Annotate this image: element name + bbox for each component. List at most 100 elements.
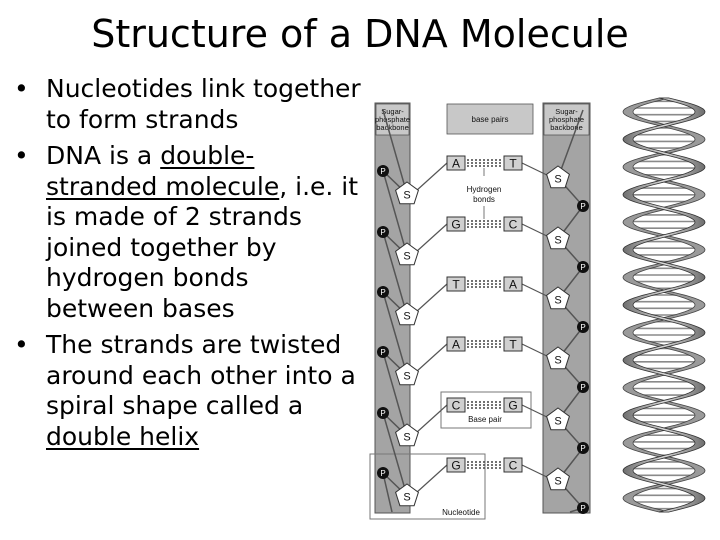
sugar-left: S: [395, 483, 419, 507]
base-right-label: C: [509, 218, 518, 232]
phosphate-right: P: [577, 442, 589, 454]
bullet-list: • Nucleotides link together to form stra…: [14, 74, 364, 458]
phosphate-left: P: [377, 226, 389, 238]
hydrogen-bond: [467, 461, 502, 469]
bullet-dot: •: [14, 141, 29, 170]
base-left-label: C: [452, 399, 461, 413]
phosphate-left: P: [377, 407, 389, 419]
base-pair-annotation: Base pair: [468, 415, 502, 424]
phosphate-right: P: [577, 502, 589, 514]
base-right-label: G: [508, 399, 517, 413]
sugar-left-label: S: [403, 190, 410, 202]
phosphate-left-label: P: [380, 167, 385, 176]
base-left: T: [446, 276, 466, 292]
base-left: A: [446, 155, 466, 171]
sugar-left: S: [395, 362, 419, 386]
header-left-backbone-label: phosphate: [375, 115, 410, 124]
phosphate-right: P: [577, 381, 589, 393]
base-left-label: G: [451, 218, 460, 232]
base-left: G: [446, 216, 466, 232]
header-right-backbone-label: phosphate: [549, 115, 584, 124]
bullet-item-1: • Nucleotides link together to form stra…: [14, 74, 364, 135]
sugar-right: S: [546, 226, 570, 250]
bullet-item-3: • The strands are twisted around each ot…: [14, 330, 364, 452]
sugar-right: S: [546, 165, 570, 189]
hydrogen-bond: [467, 159, 502, 167]
header-left-backbone-label: Sugar-: [381, 107, 404, 116]
phosphate-left: P: [377, 346, 389, 358]
sugar-right-label: S: [554, 235, 561, 247]
phosphate-right-label: P: [580, 263, 585, 272]
header-right-backbone-label: Sugar-: [555, 107, 578, 116]
phosphate-left-label: P: [380, 228, 385, 237]
phosphate-left: P: [377, 165, 389, 177]
sugar-right: S: [546, 467, 570, 491]
header-base-pairs-label: base pairs: [472, 115, 509, 124]
base-right-label: C: [509, 459, 518, 473]
base-right: C: [503, 216, 523, 232]
base-right-label: A: [509, 278, 517, 292]
base-right: T: [503, 155, 523, 171]
sugar-right-label: S: [554, 174, 561, 186]
sugar-left-label: S: [403, 251, 410, 263]
hydrogen-bond: [467, 220, 502, 228]
bullet-dot: •: [14, 330, 29, 359]
sugar-right: S: [546, 407, 570, 431]
hydrogen-bond: [467, 280, 502, 288]
phosphate-left: P: [377, 286, 389, 298]
base-right: T: [503, 336, 523, 352]
sugar-left-label: S: [403, 371, 410, 383]
sugar-left-label: S: [403, 432, 410, 444]
base-left: A: [446, 336, 466, 352]
base-right: C: [503, 457, 523, 473]
base-right-label: T: [509, 338, 517, 352]
base-left-label: T: [452, 278, 460, 292]
bullet-2-text-b: , i.e. it is made of 2 strands joined to…: [46, 171, 359, 323]
base-left-label: G: [451, 459, 460, 473]
phosphate-left-label: P: [380, 288, 385, 297]
base-left-label: A: [452, 338, 460, 352]
bullet-1-text: Nucleotides link together to form strand…: [46, 74, 361, 134]
base-right: G: [503, 397, 523, 413]
sugar-left-label: S: [403, 311, 410, 323]
nucleotide-annotation: Nucleotide: [442, 508, 480, 517]
hydrogen-bond: [467, 340, 502, 348]
sugar-right: S: [546, 346, 570, 370]
base-right: A: [503, 276, 523, 292]
hydrogen-bonds-annotation: bonds: [473, 195, 495, 204]
slide-title: Structure of a DNA Molecule: [91, 12, 629, 56]
header-left-backbone-label: backbone: [376, 123, 409, 132]
sugar-left: S: [395, 181, 419, 205]
sugar-right-label: S: [554, 476, 561, 488]
bullet-3-underlined-term: double helix: [46, 421, 200, 451]
phosphate-left-label: P: [380, 409, 385, 418]
phosphate-right-label: P: [580, 504, 585, 513]
phosphate-right: P: [577, 261, 589, 273]
bullet-3-text-a: The strands are twisted around each othe…: [46, 330, 356, 420]
phosphate-left-label: P: [380, 469, 385, 478]
phosphate-right-label: P: [580, 444, 585, 453]
sugar-right-label: S: [554, 355, 561, 367]
sugar-left: S: [395, 242, 419, 266]
header-right-backbone-label: backbone: [550, 123, 583, 132]
sugar-left: S: [395, 423, 419, 447]
sugar-left-label: S: [403, 492, 410, 504]
base-left: G: [446, 457, 466, 473]
phosphate-right-label: P: [580, 383, 585, 392]
phosphate-left: P: [377, 467, 389, 479]
hydrogen-bonds-annotation: Hydrogen: [467, 185, 502, 194]
bullet-dot: •: [14, 74, 29, 103]
phosphate-right: P: [577, 321, 589, 333]
sugar-left: S: [395, 302, 419, 326]
bullet-item-2: • DNA is a double-stranded molecule, i.e…: [14, 141, 364, 324]
sugar-right: S: [546, 286, 570, 310]
phosphate-left-label: P: [380, 348, 385, 357]
sugar-right-label: S: [554, 416, 561, 428]
base-left-label: A: [452, 157, 460, 171]
base-left: C: [446, 397, 466, 413]
base-right-label: T: [509, 157, 517, 171]
phosphate-right-label: P: [580, 323, 585, 332]
phosphate-right-label: P: [580, 202, 585, 211]
hydrogen-bond: [467, 401, 502, 409]
